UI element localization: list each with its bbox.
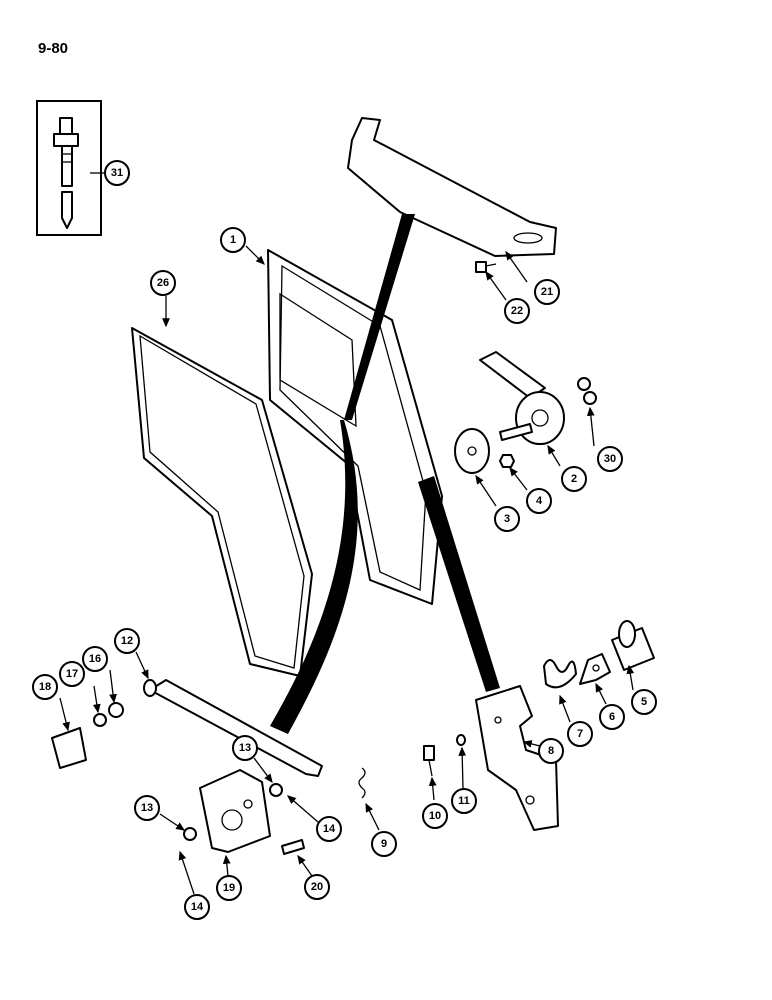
callout-6: 6 — [599, 704, 625, 730]
callout-17-label: 17 — [66, 668, 78, 680]
inset-box — [36, 100, 102, 236]
part-13-washer-upper — [269, 783, 283, 797]
leader-lines — [59, 172, 635, 895]
page-number: 9-80 — [38, 40, 69, 57]
part-19-latch — [199, 769, 271, 853]
callout-3-label: 3 — [504, 513, 510, 525]
part-11-washer — [456, 734, 466, 746]
callout-14a: 14 — [316, 816, 342, 842]
callout-5-label: 5 — [641, 696, 647, 708]
callout-8-label: 8 — [548, 745, 554, 757]
callout-13a-label: 13 — [239, 742, 251, 754]
reference-band-lower — [270, 420, 358, 734]
callout-6-label: 6 — [609, 711, 615, 723]
part-9-spring — [358, 767, 366, 799]
callout-11-label: 11 — [458, 795, 470, 807]
callout-22: 22 — [504, 298, 530, 324]
callout-13b-label: 13 — [141, 802, 153, 814]
part-1-door-frame — [267, 249, 443, 605]
callout-7: 7 — [567, 721, 593, 747]
part-17-washer — [93, 713, 107, 727]
part-18-knob — [51, 727, 87, 769]
callout-2: 2 — [561, 466, 587, 492]
callout-22-label: 22 — [511, 305, 523, 317]
callout-31: 31 — [104, 160, 130, 186]
part-30-keys — [577, 377, 597, 405]
callout-20: 20 — [304, 874, 330, 900]
callout-14a-label: 14 — [323, 823, 336, 835]
callout-20-label: 20 — [311, 881, 323, 893]
callout-12-label: 12 — [121, 635, 133, 647]
callout-9-label: 9 — [381, 838, 387, 850]
callout-18: 18 — [32, 674, 58, 700]
callout-4-label: 4 — [536, 495, 543, 507]
part-22-bolt — [475, 261, 497, 273]
callout-13b: 13 — [134, 795, 160, 821]
callout-30-label: 30 — [604, 453, 616, 465]
callout-31-label: 31 — [111, 167, 123, 179]
callout-1: 1 — [220, 227, 246, 253]
callout-9: 9 — [371, 831, 397, 857]
part-5-roller — [611, 620, 655, 671]
part-12-release-rod — [143, 679, 323, 777]
part-26-door-seal — [131, 327, 313, 677]
callout-19-label: 19 — [223, 882, 235, 894]
part-10-screw — [423, 745, 435, 777]
callout-13a: 13 — [232, 735, 258, 761]
callout-19: 19 — [216, 875, 242, 901]
part-2-lock-assembly — [479, 351, 565, 445]
callout-16: 16 — [82, 646, 108, 672]
reference-band-right — [418, 476, 500, 692]
callout-4: 4 — [526, 488, 552, 514]
part-21-grab-handle — [347, 117, 557, 257]
part-13-washer-lower — [183, 827, 197, 841]
callout-16-label: 16 — [89, 653, 101, 665]
callout-18-label: 18 — [39, 681, 51, 693]
callout-21: 21 — [534, 279, 560, 305]
callout-1-label: 1 — [230, 234, 236, 246]
part-3-washer — [454, 428, 490, 474]
callout-17: 17 — [59, 661, 85, 687]
part-20-bolt — [281, 839, 305, 855]
callout-12: 12 — [114, 628, 140, 654]
callout-21-label: 21 — [541, 286, 553, 298]
callout-3: 3 — [494, 506, 520, 532]
reference-band-upper — [344, 214, 415, 420]
callout-14b-label: 14 — [191, 901, 204, 913]
callout-26-label: 26 — [157, 277, 169, 289]
callout-10: 10 — [422, 803, 448, 829]
callout-10-label: 10 — [429, 810, 441, 822]
callout-30: 30 — [597, 446, 623, 472]
part-6-plate — [579, 653, 611, 685]
callout-26: 26 — [150, 270, 176, 296]
callout-11: 11 — [451, 788, 477, 814]
callout-14b: 14 — [184, 894, 210, 920]
part-16-washer — [108, 702, 124, 718]
callout-7-label: 7 — [577, 728, 583, 740]
callout-8: 8 — [538, 738, 564, 764]
callout-2-label: 2 — [571, 473, 577, 485]
part-7-spring — [543, 659, 577, 689]
part-31-latch-pin — [53, 117, 79, 229]
callout-5: 5 — [631, 689, 657, 715]
part-4-nut — [499, 454, 515, 468]
